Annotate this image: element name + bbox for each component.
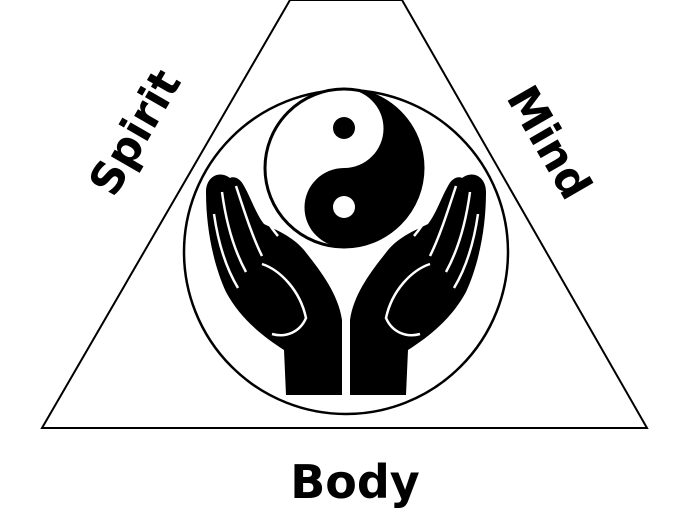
left-hand-icon — [206, 174, 342, 395]
spirit-label: Spirit — [79, 61, 191, 204]
mind-label: Mind — [496, 77, 601, 208]
yin-yang-icon — [263, 87, 425, 249]
body-label: Body — [290, 455, 420, 509]
triangle-outline — [40, 0, 649, 429]
right-hand-icon — [350, 174, 486, 395]
